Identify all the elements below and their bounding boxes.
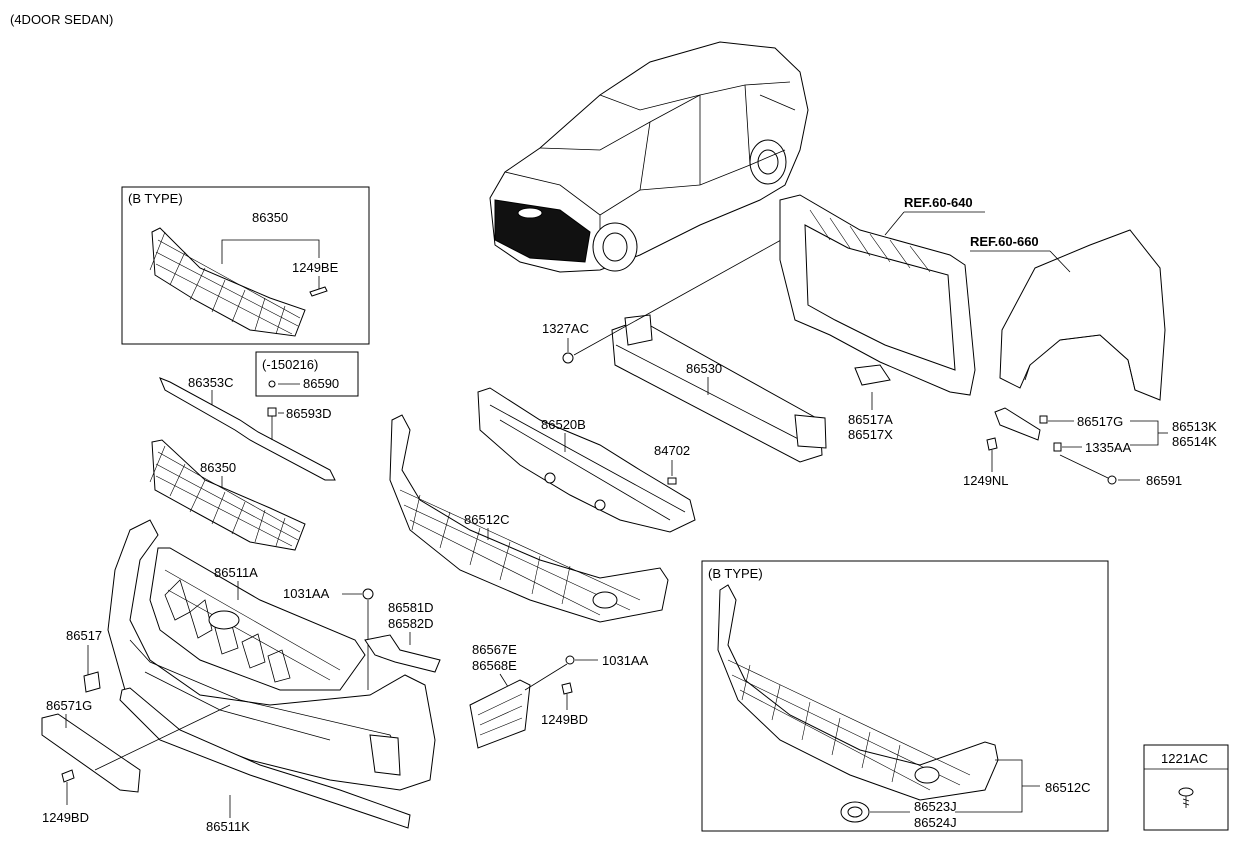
part-86567E-label: 86567E	[472, 642, 517, 657]
part-86520B-label: 86520B	[541, 417, 586, 432]
inset-screw-part-label: 1249BE	[292, 260, 339, 275]
part-1327AC-label: 1327AC	[542, 321, 589, 336]
part-1249NL-label: 1249NL	[963, 473, 1009, 488]
lower-grille-part	[389, 414, 669, 623]
license-plate-bracket-part	[41, 713, 141, 793]
part-86530-label: 86530	[686, 361, 722, 376]
inset-lower-grille-label: 86512C	[1045, 780, 1091, 795]
part-86350-label: 86350	[200, 460, 236, 475]
part-1335AA-label: 1335AA	[1085, 440, 1132, 455]
part-86511A-label: 86511A	[214, 565, 258, 580]
part-86593D-label: 86593D	[286, 406, 332, 421]
air-duct-part	[469, 679, 531, 749]
fastener-86593D	[267, 407, 277, 417]
inset-btype-lower-title: (B TYPE)	[708, 566, 763, 581]
part-84702-clip	[667, 477, 677, 485]
grille-molding-part	[159, 377, 336, 481]
part-86568E-label: 86568E	[472, 658, 517, 673]
part-86581D-label: 86581D	[388, 600, 434, 615]
part-1249BD-right-label: 1249BD	[541, 712, 588, 727]
part-86517G-label: 86517G	[1077, 414, 1123, 429]
variant-label: (4DOOR SEDAN)	[10, 12, 113, 27]
inset-grille-part	[149, 227, 306, 337]
clip-part	[268, 380, 276, 388]
inset-date-title: (-150216)	[262, 357, 318, 372]
energy-absorber-part	[477, 387, 696, 533]
radiator-grille-part	[149, 439, 306, 551]
part-86517-label: 86517	[66, 628, 102, 643]
part-86512C-label: 86512C	[464, 512, 510, 527]
clip-1031AA-right	[565, 655, 575, 665]
ref-60-640-label: REF.60-640	[904, 195, 973, 210]
inset-cover-b-label: 86524J	[914, 815, 957, 830]
legend-part-label: 1221AC	[1161, 751, 1208, 766]
inset-screw-part	[309, 286, 328, 297]
screw-1249BD-right	[561, 682, 573, 695]
screw-icon	[1178, 787, 1194, 808]
part-86513K-label: 86513K	[1172, 419, 1217, 434]
clip-1031AA-top	[362, 588, 374, 600]
part-1249BD-left-label: 1249BD	[42, 810, 89, 825]
inset-lower-grille-part	[717, 584, 999, 801]
legend-box	[1143, 744, 1229, 831]
bracket-86517-part	[83, 671, 101, 693]
fender-bracket-part	[994, 407, 1041, 441]
car-illustration	[489, 41, 809, 273]
screw-86591	[1107, 475, 1117, 485]
part-86591-label: 86591	[1146, 473, 1182, 488]
part-84702-label: 84702	[654, 443, 690, 458]
part-86514K-label: 86514K	[1172, 434, 1217, 449]
part-86517X-label: 86517X	[848, 427, 893, 442]
part-1031AA-top-label: 1031AA	[283, 586, 330, 601]
bumper-bracket-part	[364, 634, 441, 673]
inset-btype-lower	[701, 560, 1109, 832]
inset-date	[255, 351, 359, 397]
bumper-lower-molding-part	[119, 687, 411, 829]
inset-btype-grille-title: (B TYPE)	[128, 191, 183, 206]
inset-date-part-label: 86590	[303, 376, 339, 391]
bumper-beam-part	[611, 314, 827, 463]
clip-1335AA	[1053, 442, 1062, 452]
screw-1249BD-left	[61, 769, 75, 783]
screw-1249NL	[986, 437, 998, 451]
inset-btype-grille	[121, 186, 370, 345]
clip-86517G	[1039, 415, 1048, 424]
inset-grille-part-label: 86350	[252, 210, 288, 225]
nut-1327AC	[562, 352, 574, 364]
part-1031AA-right-label: 1031AA	[602, 653, 649, 668]
inset-cover-a-label: 86523J	[914, 799, 957, 814]
ref-60-660-label: REF.60-660	[970, 234, 1039, 249]
part-86511K-label: 86511K	[206, 819, 250, 834]
fender-ref	[999, 229, 1166, 401]
radiator-support-ref	[779, 194, 976, 396]
part-86571G-label: 86571G	[46, 698, 92, 713]
part-86353C-label: 86353C	[188, 375, 234, 390]
part-86517A-label: 86517A	[848, 412, 893, 427]
front-bumper-cover-part	[107, 519, 436, 791]
part-86582D-label: 86582D	[388, 616, 434, 631]
